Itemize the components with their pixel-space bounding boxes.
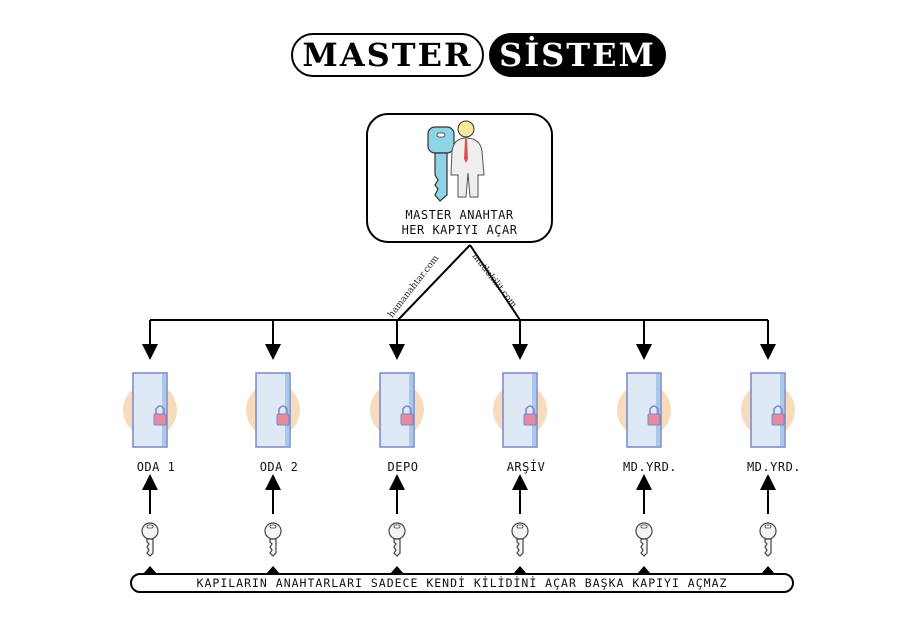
doors-group	[123, 372, 795, 448]
room-label-5: MD.YRD.	[622, 460, 678, 474]
room-label-3: DEPO	[387, 460, 419, 474]
key-icon	[511, 522, 529, 557]
room-label-6: MD.YRD.	[746, 460, 802, 474]
key-icon	[141, 522, 159, 557]
room-label-1: ODA 1	[136, 460, 176, 474]
door-with-lock-icon	[741, 372, 795, 448]
key-icon	[759, 522, 777, 557]
room-label-4: ARŞİV	[506, 460, 546, 474]
master-caption-line2: HER KAPIYI AÇAR	[401, 223, 518, 237]
title-master: MASTER	[291, 33, 484, 77]
master-caption: MASTER ANAHTAR HER KAPIYI AÇAR	[368, 208, 551, 238]
key-icon	[388, 522, 406, 557]
drop-arrows	[142, 320, 776, 514]
watermark-right: mutlukilit.com	[470, 252, 519, 311]
door-with-lock-icon	[246, 372, 300, 448]
branch-lines	[397, 244, 521, 321]
title-sistem: SİSTEM	[489, 33, 666, 77]
master-key-and-person-icon	[427, 120, 485, 202]
door-with-lock-icon	[370, 372, 424, 448]
door-with-lock-icon	[493, 372, 547, 448]
watermark-left: hamanahtar.com	[386, 253, 441, 320]
door-with-lock-icon	[617, 372, 671, 448]
keys-group	[141, 522, 777, 574]
master-key-box: MASTER ANAHTAR HER KAPIYI AÇAR	[366, 113, 553, 243]
room-label-2: ODA 2	[259, 460, 299, 474]
key-icon	[635, 522, 653, 557]
door-with-lock-icon	[123, 372, 177, 448]
master-caption-line1: MASTER ANAHTAR	[405, 208, 514, 222]
bottom-banner: KAPILARIN ANAHTARLARI SADECE KENDİ KİLİD…	[130, 573, 794, 593]
key-icon	[264, 522, 282, 557]
